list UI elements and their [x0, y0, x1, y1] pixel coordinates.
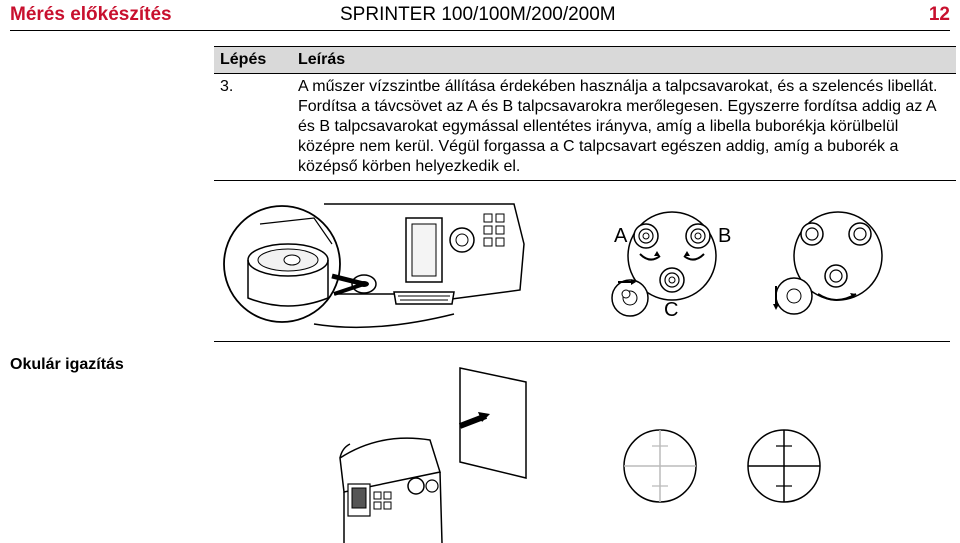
product-title: SPRINTER 100/100M/200/200M: [340, 4, 616, 25]
step-number: 3.: [214, 73, 292, 181]
header-rule: [10, 30, 950, 31]
eyepiece-instrument-illustration: [339, 367, 527, 543]
foot-screws-diagram: A B C: [611, 211, 731, 321]
column-header-step: Lépés: [214, 46, 292, 74]
table-header-row: Lépés Leírás: [214, 46, 956, 74]
screw-label-a: A: [614, 225, 628, 247]
page-number: 12: [928, 4, 950, 25]
section-rule: [214, 341, 950, 342]
steps-table: Lépés Leírás 3. A műszer vízszintbe állí…: [214, 46, 956, 181]
screw-label-c: C: [664, 299, 678, 321]
final-leveling-diagram: [773, 211, 883, 315]
eyepiece-adjustment-heading: Okulár igazítás: [10, 356, 124, 373]
screw-label-b: B: [718, 225, 731, 247]
section-title: Mérés előkészítés: [10, 4, 172, 25]
step-description: A műszer vízszintbe állítása érdekében h…: [292, 73, 956, 181]
column-header-description: Leírás: [292, 46, 956, 74]
bubble-level-illustration: [223, 203, 525, 329]
table-row: 3. A műszer vízszintbe állítása érdekébe…: [214, 73, 956, 181]
crosshair-comparison: [623, 429, 821, 503]
